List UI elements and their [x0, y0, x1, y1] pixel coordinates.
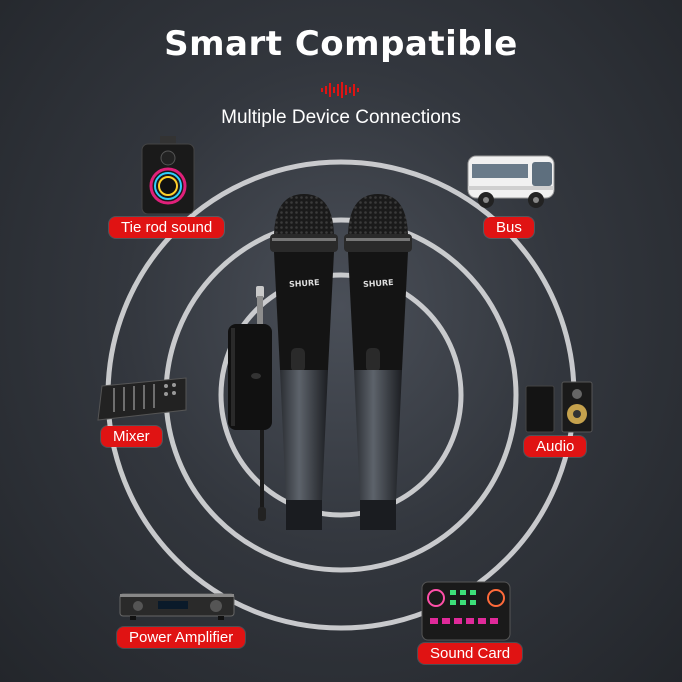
sound-wave-icon — [321, 82, 359, 98]
sound-card-icon — [421, 581, 511, 641]
amplifier-icon — [119, 593, 235, 620]
device-label-mixer: Mixer — [101, 426, 162, 447]
bus-icon — [467, 155, 555, 208]
wireless-receiver-image — [228, 286, 272, 521]
device-label-sound-card: Sound Card — [418, 643, 523, 664]
microphone-left-image — [270, 194, 338, 530]
device-label-power-amplifier: Power Amplifier — [117, 627, 246, 648]
device-label-bus: Bus — [484, 217, 534, 238]
mixer-icon — [97, 377, 187, 421]
page-subtitle: Multiple Device Connections — [221, 107, 461, 128]
page-title: Smart Compatible — [164, 24, 518, 64]
bookshelf-speakers-icon — [525, 381, 593, 433]
device-label-audio: Audio — [524, 436, 587, 457]
device-label-tie-rod-sound: Tie rod sound — [109, 217, 225, 238]
microphone-right-image — [344, 194, 412, 530]
party-speaker-icon — [141, 136, 195, 214]
